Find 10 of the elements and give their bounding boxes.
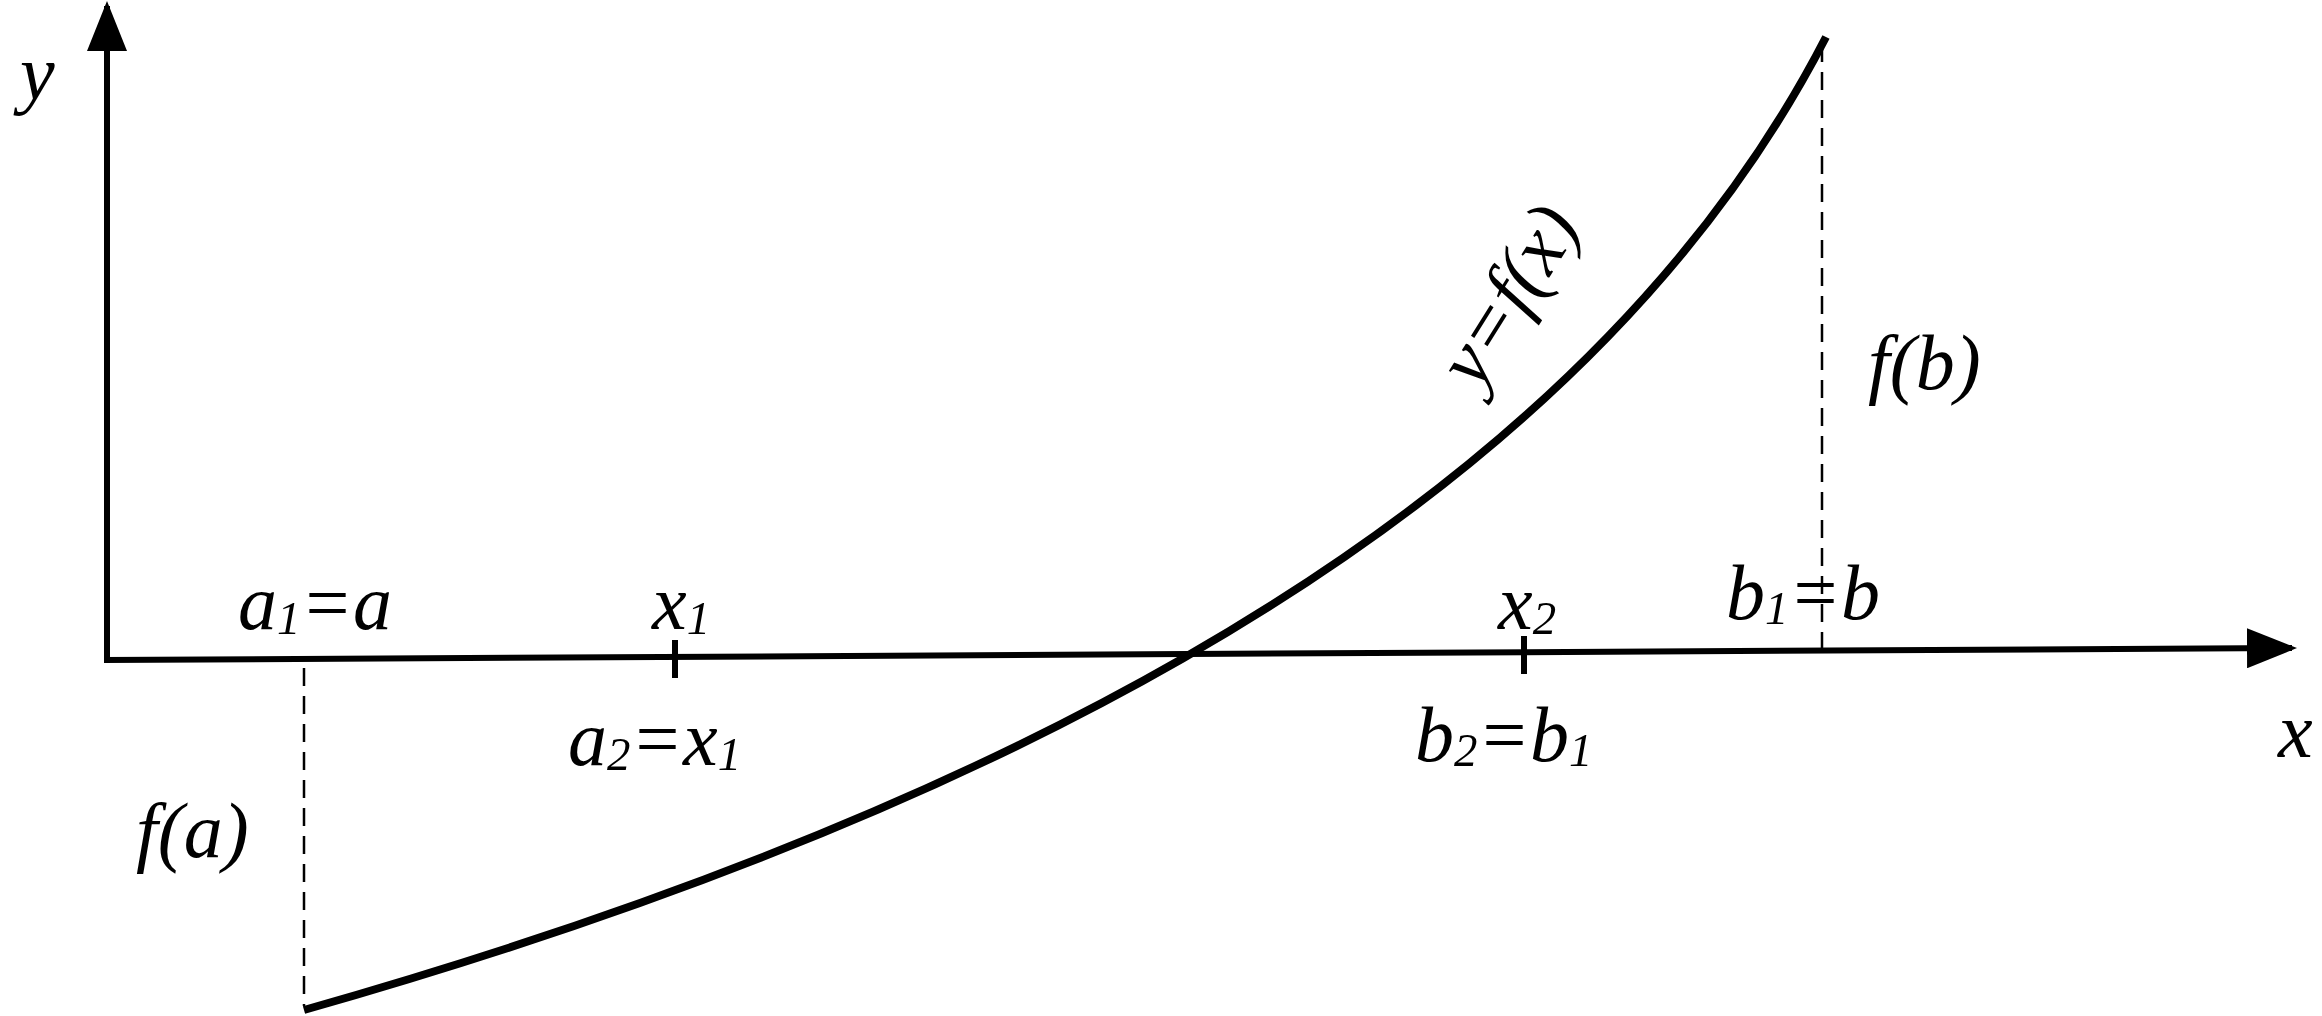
point-label: b$_{2}$=b$_{1}$ [1414, 690, 1594, 780]
point-label: a$_{1}$=a [237, 558, 394, 648]
point-label: a$_{2}$=x$_{1}$ [567, 694, 743, 784]
point-label: x$_{2}$ [1496, 558, 1558, 648]
axis-label: y [10, 28, 65, 118]
point-label: f(b) [1867, 318, 1982, 408]
axis-label: x [2276, 686, 2314, 776]
point-label: x$_{1}$ [650, 558, 712, 648]
point-label: f(a) [135, 786, 250, 876]
point-label: b$_{1}$=b [1725, 548, 1882, 638]
